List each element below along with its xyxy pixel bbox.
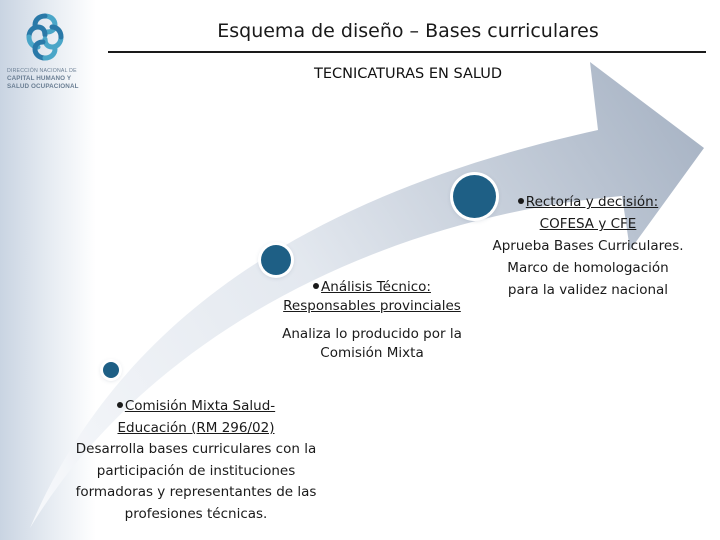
logo-text: DIRECCIÓN NACIONAL DE CAPITAL HUMANO Y S… bbox=[7, 68, 99, 90]
logo-line-3: SALUD OCUPACIONAL bbox=[7, 82, 79, 90]
page-title: Esquema de diseño – Bases curriculares bbox=[217, 20, 599, 42]
stage-2-body-line-1: Analiza lo producido por la bbox=[282, 326, 462, 342]
page-subtitle: TECNICATURAS EN SALUD bbox=[313, 66, 503, 82]
arrow-shape bbox=[30, 62, 704, 528]
stage-node-1 bbox=[103, 362, 119, 378]
stage-2-text: Análisis Técnico: Responsables provincia… bbox=[262, 278, 482, 363]
stage-2-heading: Análisis Técnico: bbox=[262, 278, 482, 297]
stage-3-heading-line-2: COFESA y CFE bbox=[539, 216, 637, 232]
stage-1-text: Comisión Mixta Salud- Educación (RM 296/… bbox=[60, 396, 332, 525]
title-divider bbox=[108, 51, 706, 53]
stage-1-heading: Comisión Mixta Salud- bbox=[60, 396, 332, 418]
stage-3-text: Rectoría y decisión: COFESA y CFE Aprueb… bbox=[478, 191, 698, 301]
stage-node-2 bbox=[261, 245, 291, 275]
bullet-icon bbox=[313, 283, 320, 289]
stage-1-heading-line-1: Comisión Mixta Salud- bbox=[124, 398, 276, 414]
stage-3-heading-line-1: Rectoría y decisión: bbox=[525, 194, 659, 210]
bullet-icon bbox=[116, 402, 123, 408]
logo-line-2: CAPITAL HUMANO Y bbox=[7, 75, 72, 83]
logo-line-1: DIRECCIÓN NACIONAL DE bbox=[7, 68, 77, 74]
bullet-icon bbox=[517, 198, 524, 204]
stage-3-body-line-2: Marco de homologación bbox=[507, 260, 669, 276]
stage-1-body-line-4: profesiones técnicas. bbox=[124, 505, 268, 522]
stage-2-heading-line-2: Responsables provinciales bbox=[283, 298, 461, 314]
stage-1-heading-line-2: Educación (RM 296/02) bbox=[117, 419, 275, 436]
stage-3-body-line-1: Aprueba Bases Curriculares. bbox=[492, 238, 684, 254]
stage-1-body-line-2: participación de instituciones bbox=[96, 462, 296, 479]
stage-node-3 bbox=[453, 175, 496, 218]
stage-2-heading-line-1: Análisis Técnico: bbox=[321, 279, 431, 295]
stage-3-heading: Rectoría y decisión: bbox=[478, 191, 698, 213]
ministry-logo-icon bbox=[26, 13, 64, 61]
stage-2-body-line-2: Comisión Mixta bbox=[320, 345, 424, 361]
stage-1-body-line-1: Desarrolla bases curriculares con la bbox=[75, 441, 317, 457]
stage-1-body-line-3: formadoras y representantes de las bbox=[75, 484, 317, 500]
stage-3-body-line-3: para la validez nacional bbox=[507, 282, 669, 298]
